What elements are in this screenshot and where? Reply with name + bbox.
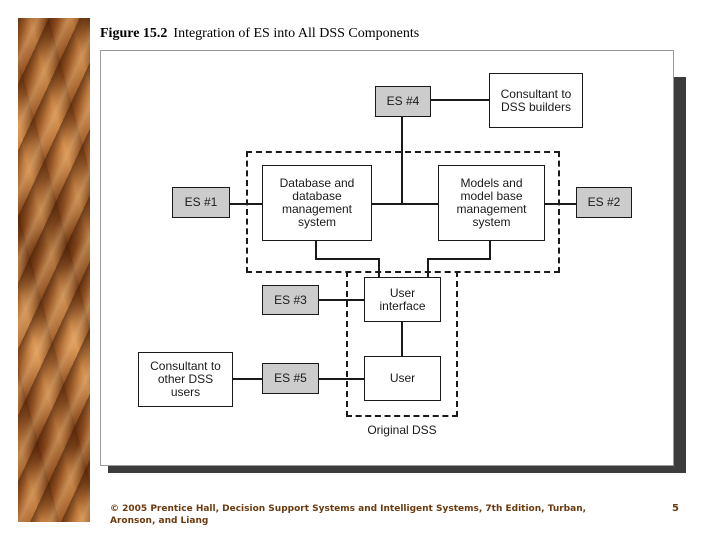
original-dss-boundary-top [246, 151, 560, 273]
connector-es4-down [401, 116, 403, 204]
connector-consultant-es5 [232, 378, 264, 380]
user-box: User [364, 356, 441, 401]
figure-number: Figure 15.2 [100, 26, 168, 41]
connector-db-ui [315, 258, 380, 260]
original-dss-caption: Original DSS [367, 423, 437, 437]
wood-texture-sidebar [18, 18, 90, 522]
connector-db-models [372, 203, 438, 205]
connector-es1-db [229, 203, 262, 205]
es4-box: ES #4 [375, 86, 431, 117]
models-box: Models and model base management system [438, 165, 545, 241]
footer-citation: © 2005 Prentice Hall, Decision Support S… [110, 504, 587, 526]
es2-box: ES #2 [576, 187, 632, 218]
connector-es4-consultant [430, 99, 490, 101]
original-dss-boundary-bottom [346, 271, 458, 417]
es3-box: ES #3 [262, 285, 319, 315]
database-box: Database and database management system [262, 165, 372, 241]
user-interface-box: User interface [364, 277, 441, 322]
connector-models-down [489, 240, 491, 260]
es5-box: ES #5 [262, 363, 319, 394]
connector-es5-user [318, 378, 364, 380]
connector-models-ui [427, 258, 491, 260]
connector-models-es2 [544, 203, 576, 205]
connector-es3-ui [318, 299, 364, 301]
connector-db-down [315, 240, 317, 260]
consultant-users-box: Consultant to other DSS users [138, 352, 233, 407]
es1-box: ES #1 [172, 187, 230, 218]
figure-title: Figure 15.2 Integration of ES into All DS… [100, 26, 419, 42]
connector-db-ui-drop [378, 258, 380, 278]
page-number: 5 [672, 503, 679, 514]
figure-title-text: Integration of ES into All DSS Component… [173, 26, 420, 41]
connector-models-ui-drop [427, 258, 429, 278]
consultant-builders-box: Consultant to DSS builders [489, 73, 583, 128]
connector-ui-user [401, 321, 403, 357]
